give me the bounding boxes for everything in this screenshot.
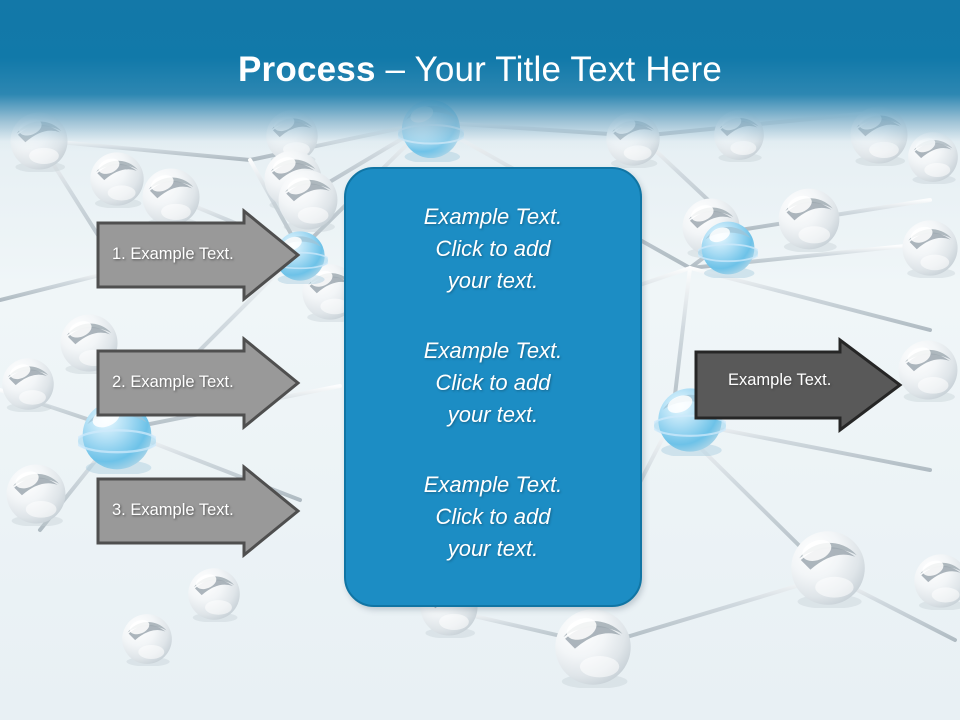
input-arrow-3[interactable]: 3. Example Text. [96,463,301,559]
input-arrow-1[interactable]: 1. Example Text. [96,207,301,303]
process-panel-block-1: Example Text. Click to add your text. [423,204,563,293]
output-arrow[interactable]: Example Text. [694,337,903,433]
process-panel-block-3: Example Text. Click to add your text. [423,472,563,561]
process-panel-block-2: Example Text. Click to add your text. [423,338,563,427]
page-title-strong: Process [238,50,376,89]
input-arrow-2[interactable]: 2. Example Text. [96,335,301,431]
page-title-light: – Your Title Text Here [375,50,722,89]
process-panel[interactable]: Example Text. Click to add your text. Ex… [344,167,642,607]
page-title: Process – Your Title Text Here [0,48,960,92]
